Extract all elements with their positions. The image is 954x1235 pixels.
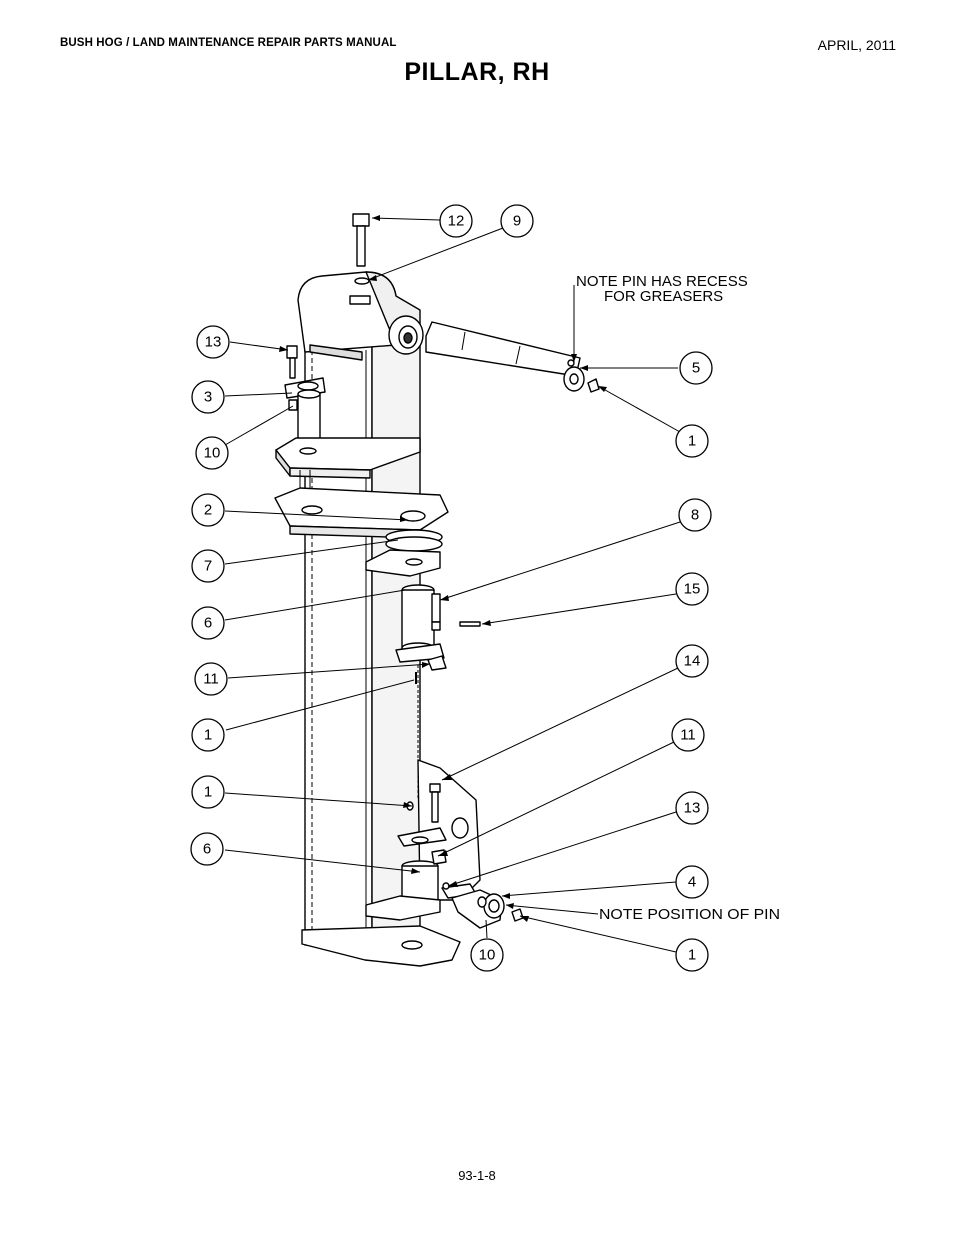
pivot-pin xyxy=(425,321,600,393)
svg-text:1: 1 xyxy=(204,727,212,744)
callout-6-top: 6 xyxy=(191,606,225,640)
svg-text:7: 7 xyxy=(204,558,212,575)
note-pin-recess-line1: NOTE PIN HAS RECESS xyxy=(576,273,748,290)
callout-5: 5 xyxy=(679,351,713,385)
svg-text:14: 14 xyxy=(684,653,701,670)
note-pin-recess-line2: FOR GREASERS xyxy=(604,288,723,305)
washer-stack xyxy=(365,529,443,577)
svg-text:13: 13 xyxy=(684,800,701,817)
svg-text:11: 11 xyxy=(680,727,696,744)
svg-text:10: 10 xyxy=(479,947,496,964)
note-pin-position: NOTE POSITION OF PIN xyxy=(599,906,780,923)
svg-text:9: 9 xyxy=(513,213,521,230)
svg-text:15: 15 xyxy=(684,581,701,598)
top-bolt xyxy=(352,213,370,285)
svg-text:11: 11 xyxy=(203,671,219,688)
callout-14: 14 xyxy=(675,644,709,678)
callout-12: 12 xyxy=(439,204,473,238)
callout-4: 4 xyxy=(675,865,709,899)
callout-9: 9 xyxy=(500,204,534,238)
leader-arrowheads xyxy=(279,215,607,922)
callout-15: 15 xyxy=(675,572,709,606)
middle-bushing xyxy=(395,584,481,671)
lock-pin-assembly xyxy=(441,882,524,929)
svg-text:12: 12 xyxy=(448,213,465,230)
callout-10-bottom: 10 xyxy=(470,938,504,972)
svg-text:1: 1 xyxy=(688,947,696,964)
callout-13-top: 13 xyxy=(196,325,230,359)
svg-text:1: 1 xyxy=(688,433,696,450)
callouts: 12 9 13 3 10 5 1 2 8 7 15 6 14 11 1 11 1… xyxy=(190,204,713,972)
svg-text:8: 8 xyxy=(691,507,699,524)
callout-2: 2 xyxy=(191,493,225,527)
svg-text:2: 2 xyxy=(204,502,212,519)
svg-text:10: 10 xyxy=(204,445,221,462)
callout-13-bottom: 13 xyxy=(675,791,709,825)
manual-date: APRIL, 2011 xyxy=(817,37,896,53)
bottom-base xyxy=(301,895,461,967)
svg-text:4: 4 xyxy=(688,874,696,891)
callout-7: 7 xyxy=(191,549,225,583)
callout-11-top: 11 xyxy=(194,662,228,696)
svg-text:1: 1 xyxy=(204,784,212,801)
svg-text:3: 3 xyxy=(204,389,212,406)
callout-1-middle: 1 xyxy=(191,718,225,752)
callout-3: 3 xyxy=(191,380,225,414)
leader-lines xyxy=(224,217,681,953)
svg-text:6: 6 xyxy=(204,615,212,632)
lower-bushing xyxy=(397,801,447,912)
page-number: 93-1-8 xyxy=(458,1168,496,1183)
callout-1-top: 1 xyxy=(675,424,709,458)
svg-text:13: 13 xyxy=(205,334,222,351)
callout-6-bottom: 6 xyxy=(190,832,224,866)
callout-1-bottom: 1 xyxy=(675,938,709,972)
svg-text:5: 5 xyxy=(692,360,700,377)
svg-text:6: 6 xyxy=(203,841,211,858)
top-yoke xyxy=(297,271,424,361)
callout-11-bottom: 11 xyxy=(671,718,705,752)
upper-left-bracket xyxy=(275,345,421,479)
callout-1-lower: 1 xyxy=(191,775,225,809)
callout-10-top: 10 xyxy=(195,436,229,470)
page-title: PILLAR, RH xyxy=(404,58,550,86)
callout-8: 8 xyxy=(678,498,712,532)
manual-title: BUSH HOG / LAND MAINTENANCE REPAIR PARTS… xyxy=(60,37,397,49)
